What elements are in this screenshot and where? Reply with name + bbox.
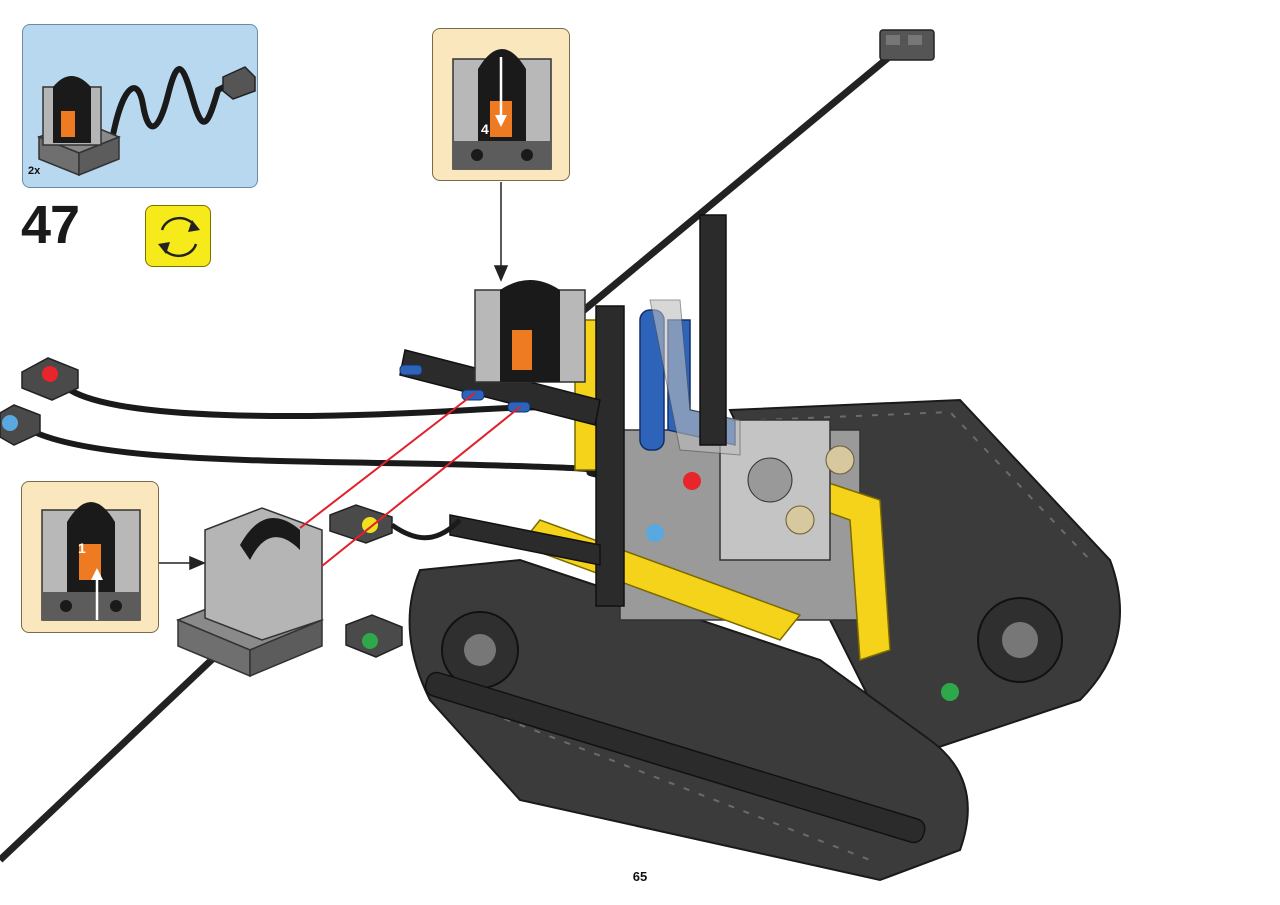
quantity-label: 2x [28, 165, 41, 177]
ir-receiver-on-model [474, 280, 586, 383]
ir-receiver-part-icon [36, 66, 256, 177]
marker-blue-model [646, 524, 664, 542]
subassembly-callout-4: 4 [432, 28, 570, 181]
receiver-closeup-icon [452, 49, 552, 170]
subassembly-callout-1: 1 [21, 481, 159, 633]
connector-blue [0, 404, 41, 446]
marker-green-model [941, 683, 959, 701]
marker-blue-left [2, 415, 18, 431]
marker-red-left [42, 366, 58, 382]
callout-arrow-top [493, 182, 509, 282]
assembly-line-1 [299, 392, 476, 529]
page-number: 65 [632, 869, 648, 884]
callout-arrow-left [159, 555, 206, 571]
substep-number: 1 [78, 540, 86, 556]
connector-green [345, 614, 403, 658]
ir-receiver-loose [175, 507, 325, 678]
marker-red-model [683, 472, 701, 490]
connector-yellow [329, 504, 393, 544]
cable-top-right [557, 49, 898, 333]
receiver-closeup-icon [41, 502, 141, 621]
rotate-model-icon [145, 205, 211, 267]
cable-connector-top [879, 29, 935, 61]
connector-red [21, 357, 79, 401]
substep-number: 4 [481, 121, 489, 137]
assembly-line-2 [321, 406, 521, 567]
parts-callout: 2x [22, 24, 258, 188]
cable-bottom-left [0, 647, 225, 863]
beam-tall [699, 214, 727, 446]
track-left [408, 558, 969, 882]
cable-blue [28, 427, 601, 478]
step-number: 47 [21, 195, 80, 255]
